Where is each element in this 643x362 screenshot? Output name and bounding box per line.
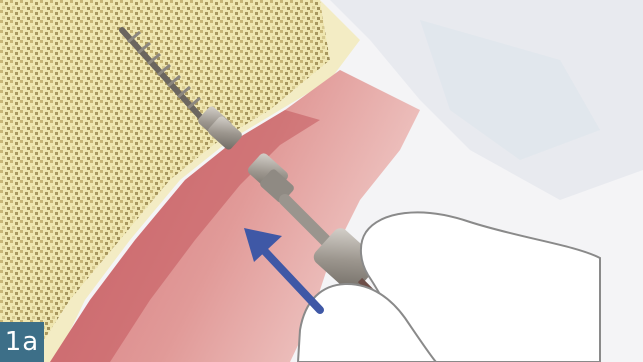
panel-label: 1a: [0, 322, 44, 362]
